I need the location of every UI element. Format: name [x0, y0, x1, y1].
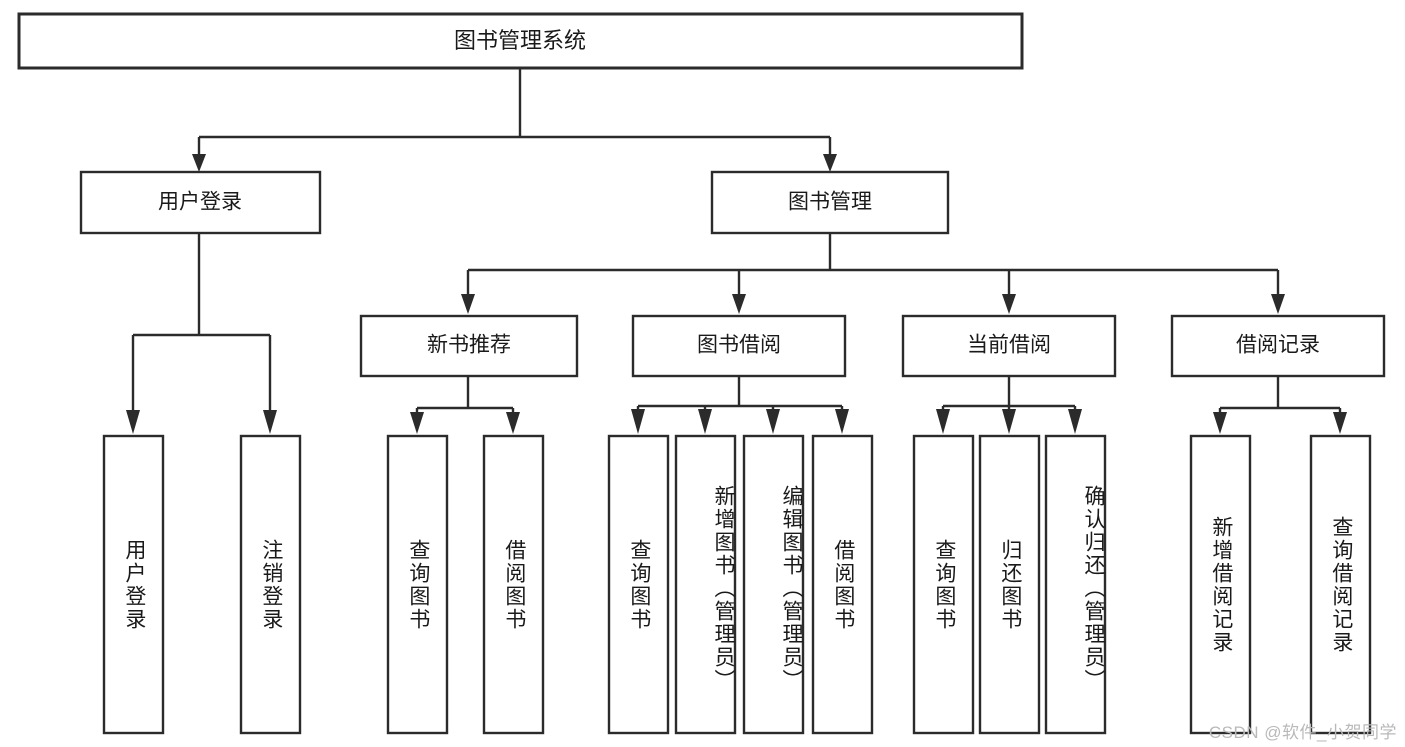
node-borrow-record[interactable]: 借阅记录 [1170, 314, 1386, 378]
arrow-head-borrow-record [1271, 294, 1285, 314]
leaf-box-borrow-book-2[interactable] [811, 434, 874, 735]
arrow-head-leaf-borrow-book-2 [835, 409, 849, 434]
node-user-login-box[interactable] [79, 170, 322, 235]
arrow-head-leaf-query-record [1333, 412, 1347, 434]
csdn-watermark: CSDN @软件_小贺同学 [1208, 723, 1397, 742]
node-book-borrow[interactable]: 图书借阅 [631, 314, 847, 378]
node-root-label: 图书管理系统 [454, 28, 586, 53]
node-book-manage-box[interactable] [710, 170, 950, 235]
node-book-manage[interactable]: 图书管理 [710, 170, 950, 235]
node-user-login[interactable]: 用户登录 [79, 170, 322, 235]
node-user-login-label: 用户登录 [158, 191, 242, 214]
arrow-head-book-manage [823, 154, 837, 172]
arrow-head-leaf-edit-book [766, 409, 780, 434]
node-current-borrow-label: 当前借阅 [967, 334, 1051, 357]
arrow-head-leaf-borrow-book-1 [506, 412, 520, 434]
arrow-head-leaf-confirm-return [1068, 409, 1082, 434]
leaf-box-user-login[interactable] [102, 434, 165, 735]
arrow-head-new-book [461, 294, 475, 314]
node-root[interactable]: 图书管理系统 [17, 12, 1024, 70]
arrow-head-leaf-user-login [126, 410, 140, 434]
leaf-box-logout[interactable] [239, 434, 302, 735]
arrow-head-leaf-query-book-2 [631, 409, 645, 434]
arrow-head-user-login [192, 154, 206, 172]
node-current-borrow[interactable]: 当前借阅 [901, 314, 1117, 378]
leaf-box-add-record[interactable] [1189, 434, 1252, 735]
leaf-box-confirm-return[interactable] [1044, 434, 1107, 735]
node-root-box[interactable] [17, 12, 1024, 70]
leaf-box-borrow-book-1[interactable] [482, 434, 545, 735]
connector-group-current-borrow [936, 376, 1082, 434]
node-current-borrow-box[interactable] [901, 314, 1117, 378]
node-borrow-record-box[interactable] [1170, 314, 1386, 378]
node-book-borrow-box[interactable] [631, 314, 847, 378]
connector-group-user-login [126, 233, 277, 434]
arrow-head-leaf-query-book-1 [410, 412, 424, 434]
node-book-manage-label: 图书管理 [788, 191, 872, 214]
leaf-box-query-book-2[interactable] [607, 434, 670, 735]
leaf-box-return-book[interactable] [978, 434, 1041, 735]
node-borrow-record-label: 借阅记录 [1236, 334, 1320, 357]
node-new-book-recommend-label: 新书推荐 [427, 334, 511, 357]
connector-group-book-borrow [631, 376, 849, 434]
arrow-head-leaf-add-book [698, 409, 712, 434]
arrow-head-leaf-query-book-3 [936, 409, 950, 434]
leaf-box-query-record[interactable] [1309, 434, 1372, 735]
leaf-box-add-book[interactable] [674, 434, 737, 735]
connector-group-root [192, 69, 837, 172]
connector-group-new-book [410, 376, 520, 434]
arrow-head-current-borrow [1002, 294, 1016, 314]
leaf-box-edit-book[interactable] [742, 434, 805, 735]
leaf-box-query-book-3[interactable] [912, 434, 975, 735]
node-new-book-recommend-box[interactable] [359, 314, 579, 378]
node-book-borrow-label: 图书借阅 [697, 334, 781, 357]
connector-group-borrow-record [1213, 376, 1347, 434]
arrow-head-leaf-logout [263, 410, 277, 434]
connector-group-book-manage [461, 233, 1285, 314]
arrow-head-leaf-return-book [1002, 409, 1016, 434]
leaf-box-query-book-1[interactable] [386, 434, 449, 735]
node-new-book-recommend[interactable]: 新书推荐 [359, 314, 579, 378]
arrow-head-leaf-add-record [1213, 412, 1227, 434]
arrow-head-book-borrow [732, 294, 746, 314]
leaf-boxes [102, 434, 1372, 735]
